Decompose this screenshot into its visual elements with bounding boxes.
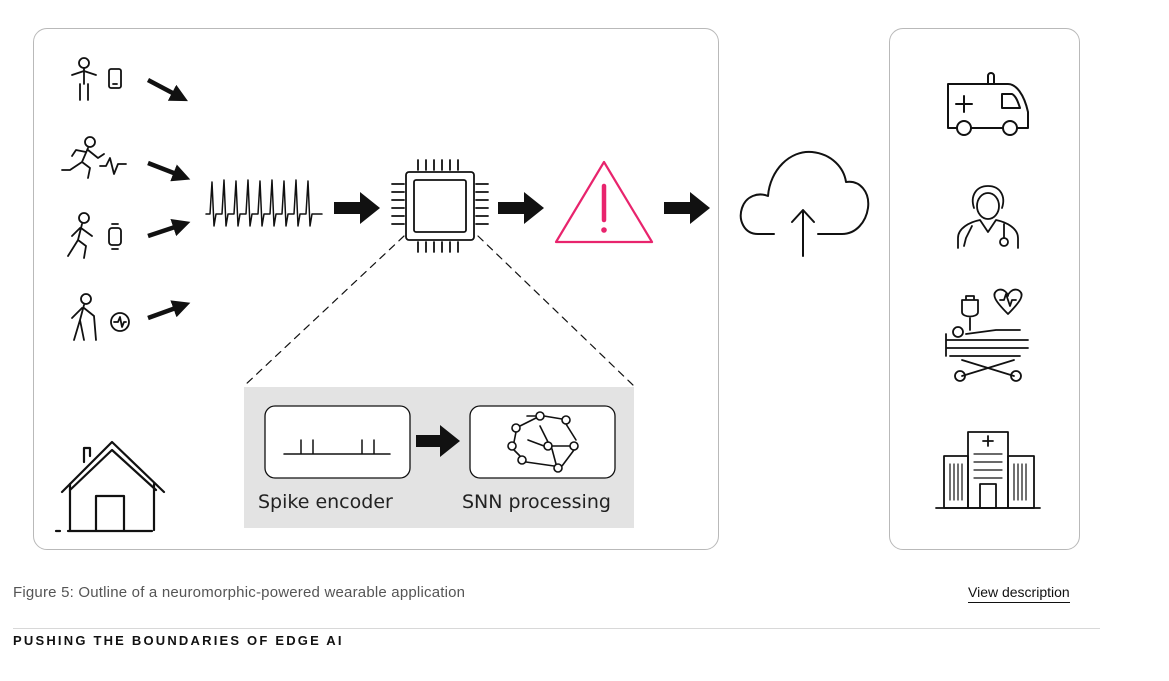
view-description-link[interactable]: View description — [968, 584, 1070, 603]
walker-smartwatch-icon — [67, 212, 122, 259]
doctor-icon — [957, 185, 1019, 249]
snn-processing-label: SNN processing — [462, 491, 611, 513]
elderly-heart-monitor-icon — [71, 293, 130, 341]
section-divider — [13, 628, 1100, 629]
encoder-to-snn-arrow — [416, 425, 460, 457]
spike-train-signal — [205, 179, 323, 227]
diagram-canvas — [54, 57, 1041, 533]
house-icon — [54, 440, 166, 533]
section-heading: PUSHING THE BOUNDARIES OF EDGE AI — [13, 633, 344, 648]
patient-bed-heart-icon — [945, 288, 1029, 382]
input-arrows — [146, 78, 191, 321]
person-with-phone-icon — [71, 57, 122, 101]
hospital-icon — [935, 431, 1041, 509]
cloud-upload-icon — [739, 150, 870, 257]
spike-encoder-label: Spike encoder — [258, 491, 393, 513]
neuromorphic-chip-icon — [391, 159, 489, 253]
alert-warning-icon — [554, 160, 654, 244]
snn-processing-box — [469, 405, 616, 479]
figure-caption: Figure 5: Outline of a neuromorphic-powe… — [13, 584, 466, 601]
spike-encoder-box — [264, 405, 411, 479]
flow-arrows — [334, 192, 710, 224]
runner-ecg-icon — [61, 136, 127, 179]
zoom-lines — [243, 235, 635, 387]
ambulance-icon — [947, 72, 1029, 136]
right-care-panel — [889, 28, 1080, 550]
